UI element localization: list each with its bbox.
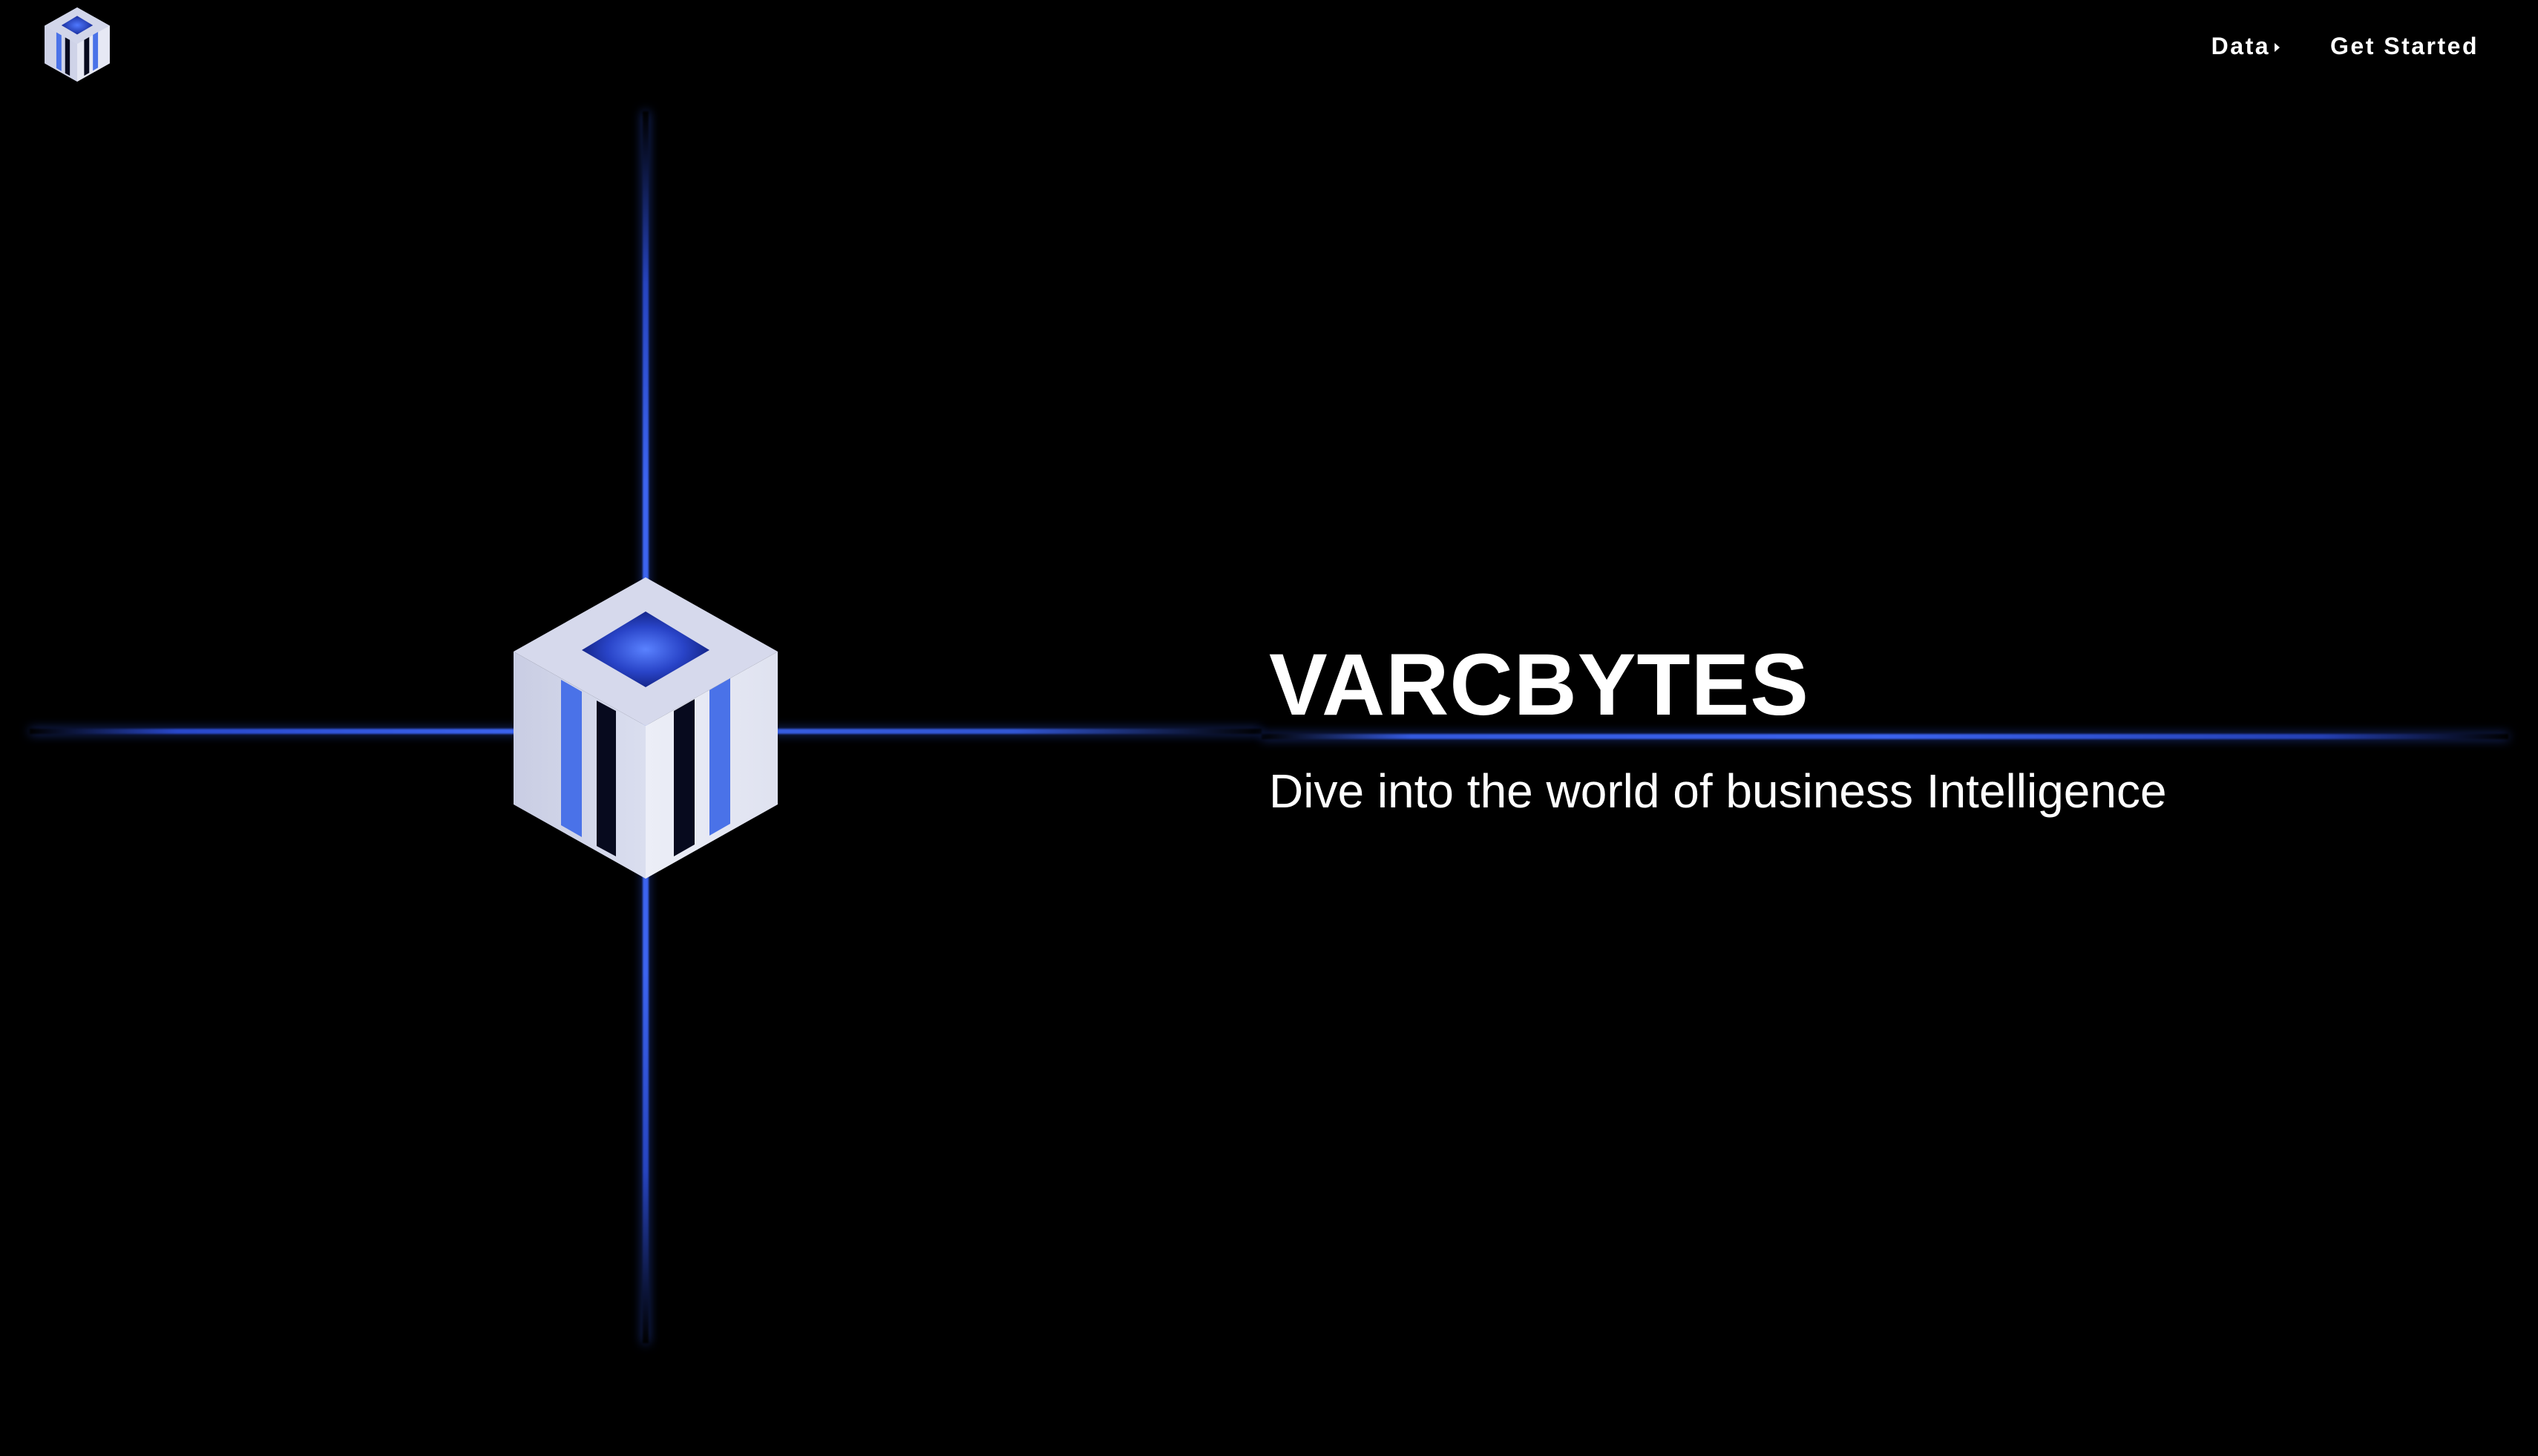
- hero-subtitle: Dive into the world of business Intellig…: [1269, 764, 2167, 818]
- cube-logo-icon: [514, 577, 778, 879]
- nav-data-label: Data: [2211, 33, 2271, 59]
- nav-get-started-link[interactable]: Get Started: [2330, 33, 2479, 60]
- caret-right-icon: [2275, 42, 2280, 52]
- horizontal-glow-line-right: [1262, 734, 2508, 739]
- hero-cube-graphic: [514, 577, 778, 879]
- cube-logo-icon: [45, 7, 110, 82]
- logo-link[interactable]: [43, 7, 111, 82]
- nav-get-started-label: Get Started: [2330, 33, 2479, 59]
- nav-data-menu[interactable]: Data: [2211, 33, 2280, 60]
- nav-links: Data Get Started: [2211, 33, 2479, 60]
- hero-title: VARCBYTES: [1269, 636, 1810, 734]
